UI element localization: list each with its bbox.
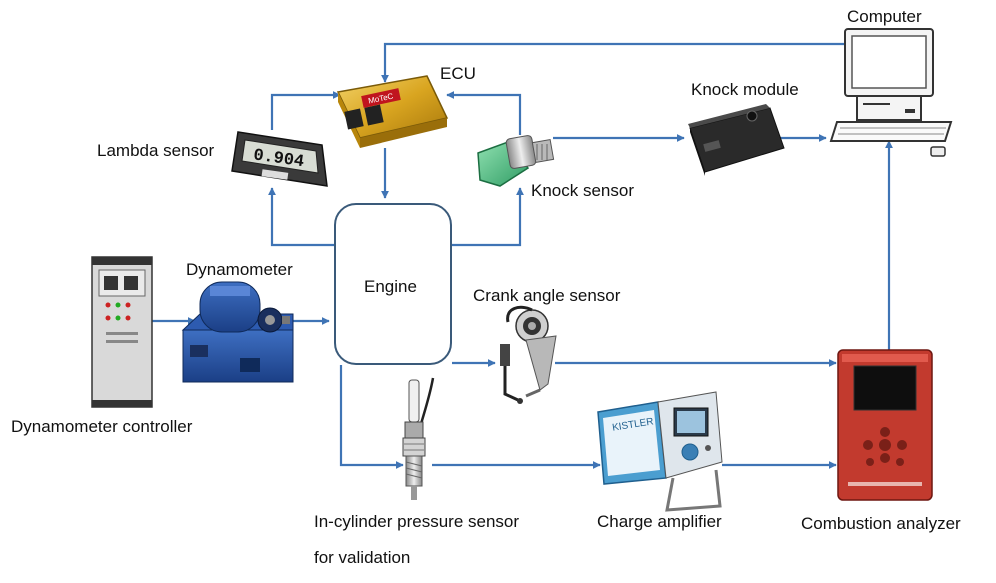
crank-angle-sensor-label: Crank angle sensor (473, 286, 621, 305)
charge-amplifier-label: Charge amplifier (597, 512, 722, 531)
lambda-sensor-label: Lambda sensor (97, 141, 215, 160)
computer-icon (829, 28, 953, 157)
connector-lambda-to-ecu (270, 91, 341, 130)
in-cylinder-label-line1: In-cylinder pressure sensor (314, 512, 520, 531)
dynamometer-icon (181, 281, 294, 383)
connector-engine-to-pressure-sensor (339, 365, 404, 469)
dynamometer-controller-icon (91, 256, 153, 408)
engine-label: Engine (364, 277, 417, 296)
knock-sensor-label: Knock sensor (531, 181, 634, 200)
computer-label: Computer (847, 7, 922, 26)
connector-engine-to-knock-sensor (452, 187, 524, 247)
knock-module-icon (688, 104, 785, 176)
connector-engine-to-lambda (268, 187, 334, 247)
dynamometer-controller-label: Dynamometer controller (11, 417, 193, 436)
combustion-analyzer-label: Combustion analyzer (801, 514, 961, 533)
knock-module-label: Knock module (691, 80, 799, 99)
ecu-icon: MoTeC (336, 75, 449, 148)
lambda-sensor-icon: 0.904 (231, 131, 328, 187)
dynamometer-label: Dynamometer (186, 260, 293, 279)
connector-computer-to-ecu (381, 42, 844, 83)
charge-amplifier-icon: KISTLER (597, 391, 723, 512)
engine-box (334, 203, 452, 365)
in-cylinder-label-line2: for validation (314, 548, 411, 567)
crank-angle-sensor-icon (500, 305, 557, 404)
combustion-analyzer-icon (837, 349, 933, 501)
pressure-sensor-icon (402, 377, 435, 500)
connector-knock-sensor-to-ecu (446, 91, 522, 135)
knock-sensor-icon (477, 135, 555, 187)
connectors (152, 42, 893, 469)
ecu-label: ECU (440, 64, 476, 83)
